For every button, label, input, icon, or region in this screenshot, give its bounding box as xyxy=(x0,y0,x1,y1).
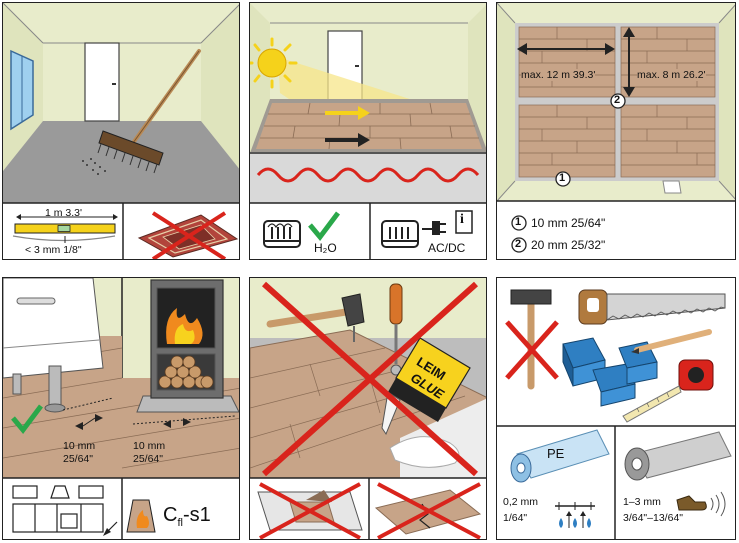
panel-clean-floor: 1 m 3.3' < 3 mm 1/8" xyxy=(2,2,240,260)
fire-class-icon xyxy=(126,499,156,533)
hammer-icon xyxy=(510,289,552,390)
spacer-wedges-icon xyxy=(562,337,658,407)
fire-class-label: Cfl-s1 xyxy=(163,504,211,529)
panel-no-glue-no-nails: LEIM GLUE xyxy=(249,277,487,540)
tools-underlay-scene xyxy=(497,289,735,539)
gap-2-label: 20 mm 25/32" xyxy=(531,238,606,252)
hammer-icon xyxy=(266,293,365,342)
panel-tools-underlay: PE 0,2 mm 1/64" 1–3 mm 3/64"–13/64" xyxy=(496,277,736,540)
width-arrow-icon xyxy=(623,27,635,97)
rug-crossed-icon xyxy=(137,211,239,259)
tape-measure-icon xyxy=(622,359,714,423)
arrow-yellow-icon xyxy=(325,106,370,120)
radiator-icon xyxy=(263,220,301,248)
screwdriver-icon xyxy=(389,283,403,376)
gap-a-mm-label: 10 mm xyxy=(63,440,96,452)
underlay-thickness-mm: 1–3 mm xyxy=(623,496,661,508)
door-icon xyxy=(84,42,120,122)
marker-2-label: 2 xyxy=(614,94,621,106)
fire-class-letter: C xyxy=(163,504,178,526)
plug-icon xyxy=(422,221,446,235)
gap-b-mm-label: 10 mm xyxy=(133,440,166,452)
spirit-level-icon xyxy=(12,214,118,243)
panel-conditions: H₂O AC/DC i xyxy=(249,2,487,260)
marker-1-icon xyxy=(555,171,571,187)
checkmark-icon xyxy=(308,211,340,242)
pe-thickness-mm: 0,2 mm xyxy=(503,496,539,508)
pencil-icon xyxy=(631,329,712,354)
gap-b-in-label: 25/64" xyxy=(133,453,164,465)
gap-1-marker: 1 xyxy=(515,216,522,228)
foil-roll-icon xyxy=(510,429,610,483)
panel-expansion-gaps: 10 mm 25/64" 10 mm 25/64" Cfl-s1 xyxy=(2,277,240,540)
power-label: AC/DC xyxy=(428,241,466,255)
fire-class-sub: fl xyxy=(177,517,183,529)
underlay-thickness-in: 3/64"–13/64" xyxy=(623,512,684,524)
gap-a-in-label: 25/64" xyxy=(63,453,94,465)
max-width-label: max. 8 m 26.2' xyxy=(637,69,706,81)
room-scene-broom xyxy=(3,3,239,259)
pe-label: PE xyxy=(547,446,565,461)
underlay-roll-icon xyxy=(624,431,732,481)
footstep-sound-icon xyxy=(676,491,726,517)
pe-thickness-in: 1/64" xyxy=(503,512,528,524)
underfloor-heating-icon xyxy=(256,167,480,183)
stove-fire-icon xyxy=(150,279,224,399)
radiator-icon xyxy=(381,220,419,248)
fire-class-suffix: -s1 xyxy=(182,504,211,526)
gap-1-label: 10 mm 25/64" xyxy=(531,216,606,230)
kitchen-stove-scene xyxy=(3,278,239,539)
saw-icon xyxy=(578,289,726,325)
level-length-label: 1 m 3.3' xyxy=(45,207,83,219)
sun-icon xyxy=(250,37,298,89)
info-icon xyxy=(455,210,473,234)
no-glue-scene xyxy=(250,278,486,539)
floor-plan-diagram xyxy=(497,3,735,253)
level-tolerance-label: < 3 mm 1/8" xyxy=(25,244,82,256)
arrow-black-icon xyxy=(325,133,370,147)
marker-2-icon xyxy=(610,93,626,109)
length-arrow-icon xyxy=(517,43,615,55)
gap-2-marker: 2 xyxy=(515,238,522,250)
water-label: H₂O xyxy=(314,241,337,255)
broom-icon xyxy=(82,49,201,175)
checkmark-icon xyxy=(11,404,43,435)
window-icon xyxy=(10,49,34,131)
info-glyph: i xyxy=(460,212,464,227)
max-length-label: max. 12 m 39.3' xyxy=(521,69,596,81)
kitchen-icon xyxy=(12,485,104,533)
marker-1-label: 1 xyxy=(559,172,566,184)
water-drops-icon xyxy=(555,502,595,528)
room-scene-sun xyxy=(250,3,486,259)
panel-dimensions: max. 12 m 39.3' max. 8 m 26.2' 2 1 1 2 1… xyxy=(496,2,736,260)
